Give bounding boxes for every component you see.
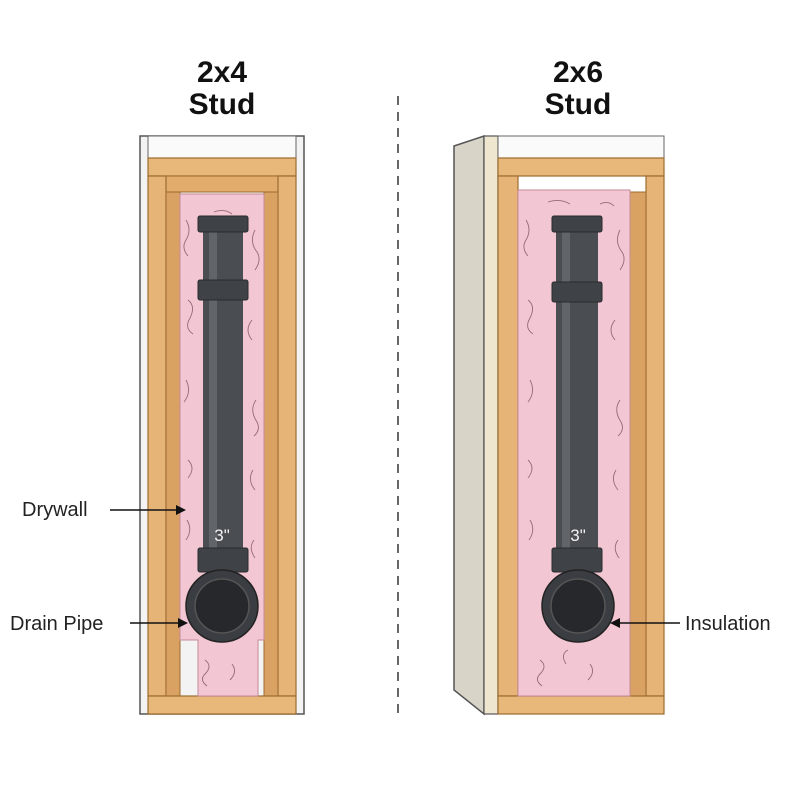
top-plate-2-2x4: [147, 175, 297, 193]
left-stud-2x4: [147, 175, 167, 697]
drywall-side-panel-2x6: [453, 134, 485, 716]
right-stud-2x4: [277, 175, 297, 697]
callout-drain-pipe-label: Drain Pipe: [10, 613, 103, 635]
panel-2x6: 2x6 Stud: [453, 56, 665, 716]
panel-2x6-title-line2: Stud: [545, 88, 612, 121]
callout-insulation-label: Insulation: [685, 613, 771, 635]
callout-drywall: Drywall: [22, 499, 186, 521]
callout-drain-pipe: Drain Pipe: [10, 613, 188, 635]
drain-pipe-2x4: [185, 215, 259, 643]
pipe-size-label-2x4: 3": [214, 526, 230, 545]
right-stud-inner-2x6: [629, 191, 647, 697]
panel-2x4-title-line2: Stud: [189, 88, 256, 121]
callout-drywall-label: Drywall: [22, 499, 88, 521]
bottom-plate-2x6: [497, 695, 665, 715]
top-plate-2x6: [497, 157, 665, 177]
bottom-plate-2x4: [147, 695, 297, 715]
callout-insulation: Insulation: [610, 613, 771, 635]
right-stud-2x6: [645, 175, 665, 697]
right-stud-inner-2x4: [263, 191, 279, 697]
drywall-top-2x6: [497, 135, 665, 159]
pipe-size-label-2x6: 3": [570, 526, 586, 545]
drywall-edge-2x6: [483, 135, 499, 715]
drain-pipe-2x6: [541, 215, 615, 643]
panel-2x4-title-line1: 2x4: [197, 56, 247, 89]
panel-2x6-title-line1: 2x6: [553, 56, 603, 89]
insulation-texture-2x6: [523, 199, 625, 687]
insulation-texture-2x4: [183, 209, 260, 687]
top-plate-2x4: [147, 157, 297, 177]
left-stud-2x6: [497, 175, 519, 697]
drywall-top-2x4: [147, 135, 297, 159]
panel-2x4: 2x4 Stud: [139, 56, 305, 715]
left-stud-inner-2x4: [165, 191, 181, 697]
